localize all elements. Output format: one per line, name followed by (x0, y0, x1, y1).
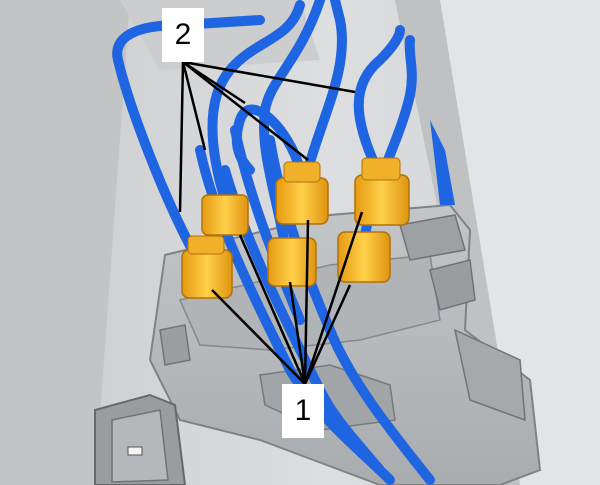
brake-pipe (259, 0, 325, 250)
leader-line (238, 234, 307, 385)
callout-label-1: 1 (282, 384, 324, 438)
brake-pipe (300, 0, 347, 185)
pipe-connector (201, 194, 249, 236)
pipe-connector (354, 157, 410, 226)
pipe-end (430, 120, 455, 205)
leader-line (182, 61, 309, 161)
brake-pipe (230, 125, 305, 325)
left-wall-panel (0, 0, 130, 485)
leader-line (303, 211, 364, 385)
leader-line (288, 281, 307, 385)
leader-lines-1 (211, 211, 364, 385)
pipe-connector (181, 235, 233, 299)
leader-line (182, 60, 356, 94)
callout-label-2: 2 (162, 8, 204, 62)
pipe-connector (267, 237, 317, 287)
pipe-connector (275, 161, 329, 225)
leader-line (211, 289, 306, 385)
leader-line (178, 61, 185, 213)
leader-line (303, 219, 310, 385)
brake-pipe (353, 25, 405, 170)
leader-lines-2 (178, 60, 356, 213)
right-panel (420, 0, 600, 485)
leader-line (181, 61, 207, 151)
leader-line (303, 284, 352, 385)
brake-pipe (112, 15, 265, 260)
mounting-clip (94, 393, 187, 485)
